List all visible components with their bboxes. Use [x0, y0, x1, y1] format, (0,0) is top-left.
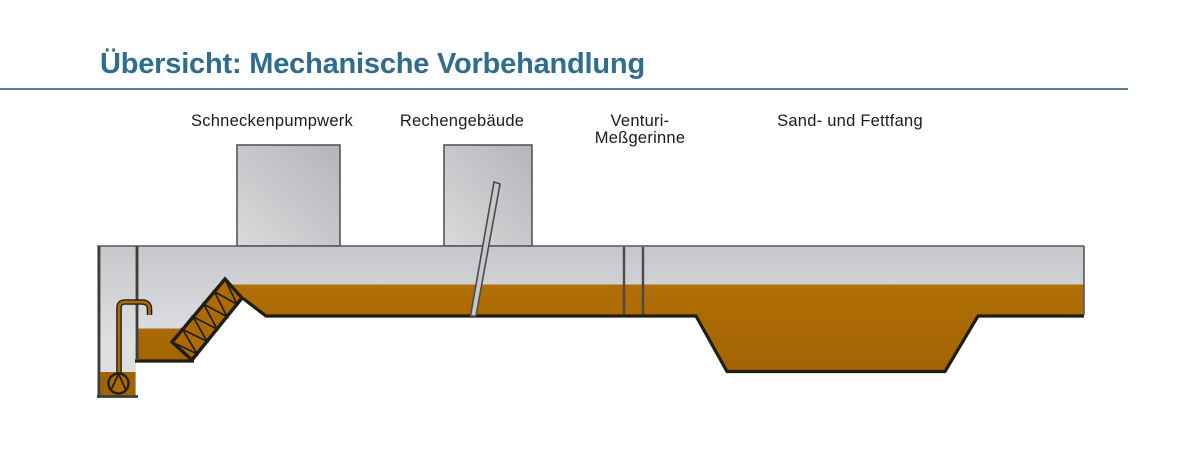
label-schneckenpumpwerk: Schneckenpumpwerk — [191, 112, 353, 130]
label-sand-und-fettfang: Sand- und Fettfang — [777, 112, 923, 130]
title-underline — [0, 87, 1128, 91]
pump-symbol — [107, 372, 130, 395]
schneckenpumpwerk-building — [236, 144, 341, 247]
label-venturi-line1: Venturi- — [610, 112, 670, 130]
label-venturi-messgerinne: Venturi- Meßgerinne — [595, 113, 686, 147]
label-venturi-line2: Meßgerinne — [594, 129, 686, 147]
channel-floor-line — [241, 296, 1084, 374]
rake-screen — [469, 180, 501, 317]
water-upper-channel — [230, 284, 1084, 371]
channel-top-edge — [97, 245, 1085, 315]
water-inlet-channel — [137, 328, 192, 360]
screw-flights-pattern — [171, 278, 243, 356]
label-rechengebaeude: Rechengebäude — [399, 112, 525, 130]
page-title: Übersicht: Mechanische Vorbehandlung — [100, 48, 645, 80]
pump-impeller-icon — [110, 373, 127, 391]
suction-pipe — [117, 300, 151, 374]
venturi-flume-walls — [622, 247, 645, 315]
